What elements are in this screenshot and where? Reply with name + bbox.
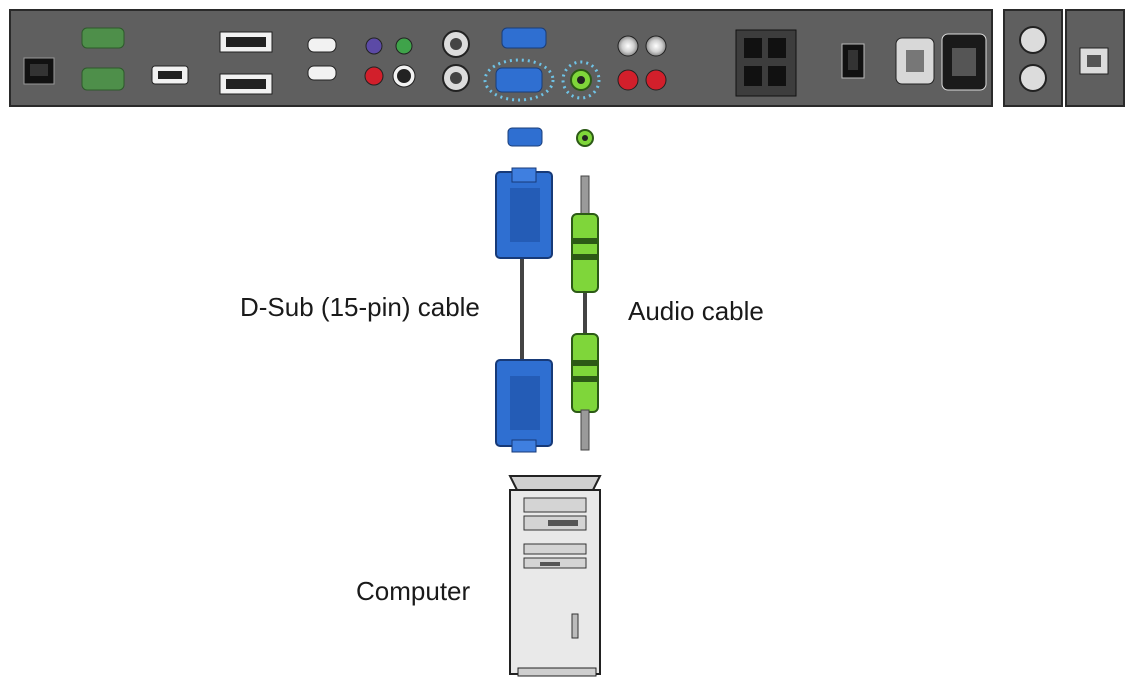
- pc-audio-in-jack: [561, 60, 601, 100]
- audio-cable-label: Audio cable: [628, 296, 764, 326]
- s-video-jack: [392, 64, 416, 88]
- d-sub-plug-top: [495, 167, 553, 259]
- rs232-out-port: [81, 67, 125, 91]
- component-pr-jack: [364, 66, 384, 86]
- component-y-jack: [395, 37, 413, 55]
- vga-out-port: [501, 27, 547, 49]
- audio-plug-top: [571, 175, 599, 293]
- d-sub-cable: [495, 167, 553, 453]
- vga-connector-indicator: [507, 127, 543, 147]
- vga-in-port: [483, 58, 555, 102]
- audio-connector-indicator: [576, 129, 594, 147]
- hdmi-in-port-1: [307, 37, 337, 53]
- rs232-in-port: [81, 27, 125, 49]
- audio-out-l-jack: [645, 35, 667, 57]
- dvi-out-port: [219, 73, 273, 95]
- d-sub-plug-bottom: [495, 359, 553, 453]
- audio-plug-bottom: [571, 333, 599, 451]
- ac-out-socket: [895, 37, 935, 85]
- audio-in-l-jack: [617, 35, 639, 57]
- computer-label: Computer: [356, 576, 471, 606]
- audio-in-r-jack: [617, 69, 639, 91]
- d-sub-cable-label: D-Sub (15-pin) cable: [240, 292, 480, 322]
- speaker-terminals: [735, 29, 797, 97]
- side-bnc-jack-1: [1019, 26, 1047, 54]
- display-rear-panel: [9, 9, 1125, 107]
- dvi-in-port: [219, 31, 273, 53]
- audio-out-r-jack: [645, 69, 667, 91]
- component-pb-jack: [365, 37, 383, 55]
- lan-port: [23, 57, 55, 85]
- bnc-in-jack: [442, 30, 470, 58]
- computer-tower-icon: [508, 475, 602, 677]
- bnc-out-jack: [442, 64, 470, 92]
- hdmi-out-port: [151, 65, 189, 85]
- audio-cable: [571, 175, 599, 451]
- main-power-switch: [841, 43, 865, 79]
- hdmi-in-port-2: [307, 65, 337, 81]
- usb-port: [1079, 47, 1109, 75]
- side-bnc-jack-2: [1019, 64, 1047, 92]
- ac-in-socket: [941, 33, 987, 91]
